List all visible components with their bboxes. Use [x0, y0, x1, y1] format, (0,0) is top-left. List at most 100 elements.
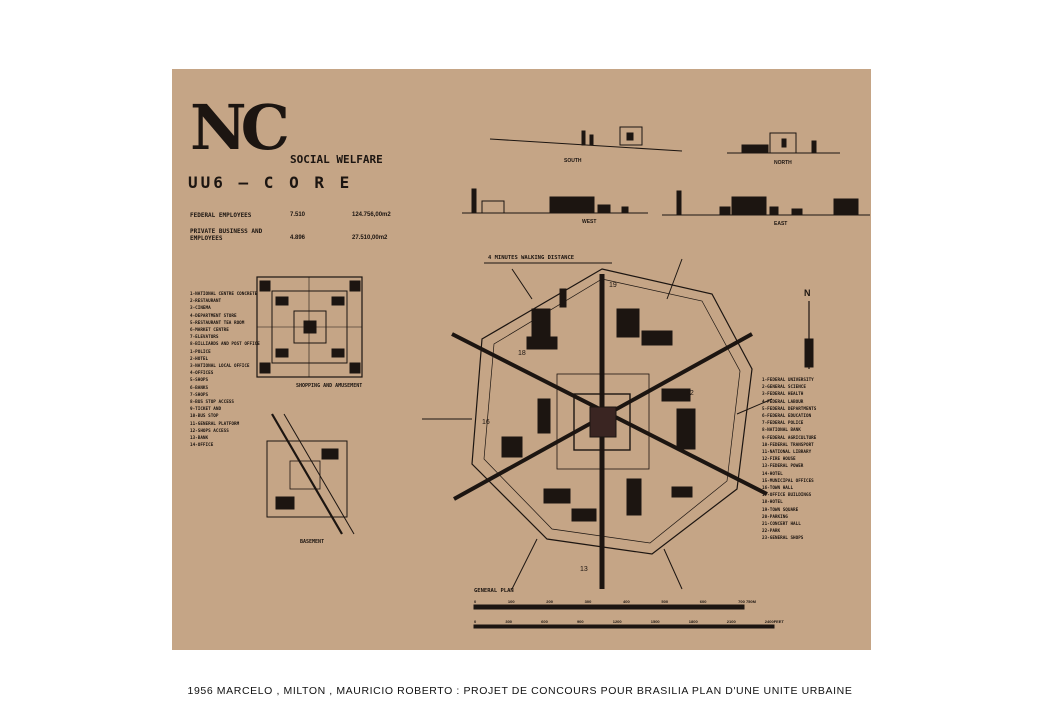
legend-item: 2-HOTEL	[190, 356, 209, 362]
subtitle: SOCIAL WELFARE	[290, 153, 383, 166]
legend-item: 8-NATIONAL BANK	[762, 428, 801, 434]
legend-item: 14-HOTEL	[762, 471, 783, 477]
scale-tick: 600	[699, 599, 707, 604]
unit-label: UU6 — C O R E	[188, 173, 353, 192]
legend-item: 12-FIRE HOUSE	[762, 457, 796, 463]
scale-tick: 1200	[612, 619, 622, 624]
legend-item: 18-HOTEL	[762, 500, 783, 506]
scale-top: 0 100 200 300 400 500 600 700 750M	[474, 599, 756, 604]
scale-bottom: 0 300 600 900 1200 1500 1800 2100 2400FE…	[474, 619, 784, 624]
north-arrow-icon	[804, 301, 814, 369]
legend-item: 2-RESTAURANT	[190, 299, 222, 305]
north-label: N	[804, 288, 811, 298]
plan-number: 18	[518, 350, 526, 357]
legend-item: 6-FEDERAL EDUCATION	[762, 414, 812, 420]
legend-item: 17-OFFICE BUILDINGS	[762, 493, 812, 499]
basement-label: BASEMENT	[300, 539, 325, 545]
legend-item: 4-DEPARTMENT STORE	[190, 313, 237, 319]
plan-number: 12	[686, 390, 694, 397]
legend-item: 3-CINEMA	[190, 306, 211, 312]
legend-item: 13-FEDERAL POWER	[762, 464, 804, 470]
scale-tick: 1500	[650, 619, 660, 624]
view-east: EAST	[774, 221, 788, 227]
general-plan	[422, 258, 773, 590]
legend-item: 11-NATIONAL LIBRARY	[762, 450, 812, 456]
legend-item: 20-PARKING	[762, 514, 788, 520]
legend-item: 7-ELEVATORS	[190, 335, 219, 341]
logo: NC	[190, 91, 290, 164]
scale-bars	[473, 604, 775, 629]
scale-tick: 400	[623, 599, 630, 604]
legend-item: 6-BANKS	[190, 385, 209, 391]
legend-item: 5-SHOPS	[190, 378, 209, 384]
legend-item: 5-RESTAURANT TEA ROOM	[190, 320, 245, 326]
legend-item: 4-FEDERAL LABOUR	[762, 399, 804, 405]
legend-item: 1-NATIONAL CENTRE CONCRETE	[190, 292, 258, 297]
legend-item: 12-SHOPS ACCESS	[190, 428, 229, 434]
east-elevation	[662, 190, 870, 216]
legend-item: 7-SHOPS	[190, 392, 209, 398]
scale-tick: 200	[546, 599, 553, 604]
legend-item: 13-BANK	[190, 436, 209, 442]
general-plan-label: GENERAL PLAN	[474, 588, 514, 594]
scale-tick: 2100	[726, 619, 736, 624]
scale-tick: 0	[474, 599, 477, 604]
drawing-art	[172, 69, 871, 650]
scale-tick: 900	[576, 619, 584, 624]
plan-number: 16	[482, 419, 490, 426]
legend-item: 8-BILLIARDS AND POST OFFICE	[190, 342, 260, 348]
scale-tick: 0	[474, 619, 477, 624]
basement-plan	[266, 413, 355, 535]
legend-item: 22-PARK	[762, 529, 781, 535]
scale-tick: 2400FEET	[764, 619, 784, 624]
federal-employees: FEDERAL EMPLOYEES	[190, 212, 252, 219]
legend-item: 3-FEDERAL HEALTH	[762, 392, 804, 398]
scale-tick: 1800	[688, 619, 698, 624]
legend-item: 16-TOWN HALL	[762, 486, 794, 492]
south-elevation	[489, 126, 683, 152]
private-business: PRIVATE BUSINESS AND EMPLOYEES	[190, 228, 263, 242]
north-elevation	[727, 132, 840, 154]
legend-item: 10-BUS STOP	[190, 414, 219, 420]
shopping-plan	[256, 276, 363, 378]
legend-item: 1-POLICE	[190, 349, 211, 355]
scale-tick: 700 750M	[738, 599, 756, 604]
legend-item: 5-FEDERAL DEPARTMENTS	[762, 406, 817, 412]
caption: 1956 MARCELO , MILTON , MAURICIO ROBERTO…	[187, 685, 853, 697]
federal-total: 124.756,00m2	[352, 212, 391, 218]
legend-item: 11-GENERAL PLATFORM	[190, 421, 240, 427]
view-north: NORTH	[774, 160, 792, 166]
legend-item: 10-FEDERAL TRANSPORT	[762, 442, 814, 448]
legend-item: 9-TICKET AND	[190, 407, 222, 413]
legend-item: 2-GENERAL SCIENCE	[762, 385, 806, 391]
scale-tick: 300	[505, 619, 513, 624]
view-south: SOUTH	[564, 158, 582, 164]
legend-item: 23-GENERAL SHOPS	[762, 536, 804, 542]
scale-tick: 100	[507, 599, 515, 604]
drawing-board: NC SOCIAL WELFARE UU6 — C O R E FEDERAL …	[172, 69, 871, 650]
plan-number: 13	[580, 566, 588, 573]
legend-item: 19-TOWN SQUARE	[762, 507, 799, 513]
legend-item: 3-NATIONAL LOCAL OFFICE	[190, 364, 250, 370]
legend-right: 1-FEDERAL UNIVERSITY 2-GENERAL SCIENCE 3…	[762, 377, 867, 543]
legend-left: 1-NATIONAL CENTRE CONCRETE 2-RESTAURANT …	[190, 291, 260, 449]
walk-label: 4 MINUTES WALKING DISTANCE	[488, 255, 575, 261]
legend-item: 4-OFFICES	[190, 371, 214, 377]
west-elevation	[462, 188, 648, 214]
view-west: WEST	[582, 219, 597, 225]
legend-item: 8-BUS STOP ACCESS	[190, 400, 234, 406]
legend-item: 1-FEDERAL UNIVERSITY	[762, 378, 814, 383]
plan-number: 19	[609, 282, 617, 289]
shopping-label: SHOPPING AND AMUSEMENT	[296, 383, 363, 389]
scale-tick: 300	[584, 599, 592, 604]
legend-item: 9-FEDERAL AGRICULTURE	[762, 435, 817, 441]
legend-item: 7-FEDERAL POLICE	[762, 421, 804, 427]
scale-tick: 500	[661, 599, 669, 604]
legend-item: 15-MUNICIPAL OFFICES	[762, 478, 814, 484]
legend-item: 21-CONCERT HALL	[762, 522, 801, 528]
private-total: 27.510,00m2	[352, 235, 388, 241]
legend-item: 14-OFFICE	[190, 443, 214, 449]
federal-count: 7.510	[290, 212, 306, 218]
private-count: 4.896	[290, 235, 306, 241]
scale-tick: 600	[541, 619, 548, 624]
